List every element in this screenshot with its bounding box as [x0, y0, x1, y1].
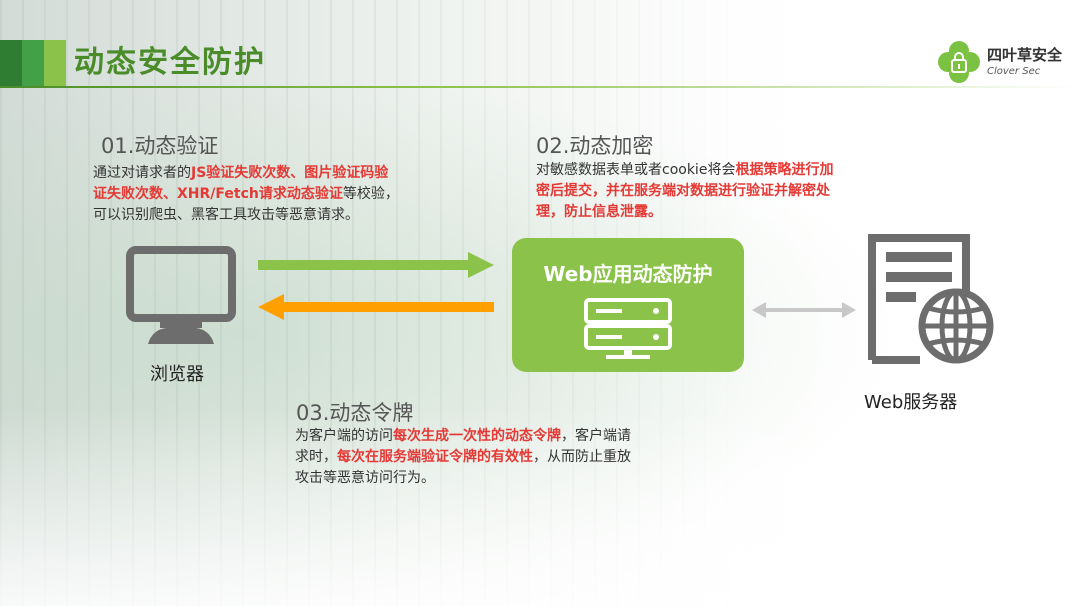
text-line: 证失败次数、XHR/Fetch请求动态验证等校验， [93, 184, 453, 205]
text-line: 密后提交，并在服务端对数据进行验证并解密处 [536, 181, 896, 202]
section-title-dynamic-encryption: 02.动态加密 [536, 134, 654, 158]
highlighted-text: 根据策略进行加 [735, 162, 834, 178]
body-text: 通过对请求者的 [93, 165, 191, 181]
title-accent-bars [0, 40, 66, 86]
web-server-label: Web服务器 [864, 392, 958, 413]
logo-name-en: Clover Sec [986, 65, 1041, 77]
response-arrow-left [258, 294, 494, 320]
body-text: 可以识别爬虫、黑客工具攻击等恶意请求。 [93, 207, 359, 223]
body-text: ，客户端请 [561, 428, 631, 444]
body-text: ，从而防止重放 [533, 449, 631, 465]
browser-label: 浏览器 [150, 364, 204, 385]
request-arrow-right [258, 252, 494, 278]
highlighted-text: 每次在服务端验证令牌的有效性 [337, 449, 533, 465]
center-box-label: Web应用动态防护 [543, 262, 713, 286]
highlighted-text: JS验证失败次数、图片验证码验 [191, 165, 389, 181]
web-server-globe-icon [868, 234, 994, 364]
highlighted-text: 密后提交，并在服务端对数据进行验证并解密处 [536, 183, 830, 199]
text-line: 通过对请求者的JS验证失败次数、图片验证码验 [93, 163, 453, 184]
text-line: 攻击等恶意访问行为。 [295, 468, 695, 489]
section-body-dynamic-token: 为客户端的访问每次生成一次性的动态令牌，客户端请求时，每次在服务端验证令牌的有效… [295, 426, 695, 489]
bidirectional-arrow [752, 302, 856, 318]
company-logo: 四叶草安全 Clover Sec [937, 40, 1062, 84]
body-text: 等校验， [342, 186, 399, 202]
text-line: 求时，每次在服务端验证令牌的有效性，从而防止重放 [295, 447, 695, 468]
section-title-dynamic-token: 03.动态令牌 [296, 401, 414, 425]
body-text: 求时， [295, 449, 337, 465]
accent-bar-light [44, 40, 66, 86]
page-title: 动态安全防护 [74, 45, 266, 80]
logo-text: 四叶草安全 Clover Sec [986, 45, 1062, 77]
accent-bar-dark [0, 40, 22, 86]
title-underline [0, 86, 1080, 88]
web-app-dynamic-protection-box: Web应用动态防护 [512, 238, 744, 372]
text-line: 可以识别爬虫、黑客工具攻击等恶意请求。 [93, 205, 453, 226]
logo-name-cn: 四叶草安全 [986, 45, 1062, 64]
highlighted-text: 理，防止信息泄露。 [536, 204, 662, 220]
section-body-dynamic-verification: 通过对请求者的JS验证失败次数、图片验证码验证失败次数、XHR/Fetch请求动… [93, 163, 453, 226]
background-fade [0, 406, 1080, 606]
section-title-dynamic-verification: 01.动态验证 [101, 134, 219, 158]
text-line: 对敏感数据表单或者cookie将会根据策略进行加 [536, 160, 896, 181]
accent-bar-mid [22, 40, 44, 86]
server-rack-icon [584, 298, 672, 359]
body-text: 攻击等恶意访问行为。 [295, 470, 435, 486]
clover-lock-icon [937, 41, 980, 83]
highlighted-text: 每次生成一次性的动态令牌 [393, 428, 561, 444]
section-body-dynamic-encryption: 对敏感数据表单或者cookie将会根据策略进行加密后提交，并在服务端对数据进行验… [536, 160, 896, 223]
text-line: 理，防止信息泄露。 [536, 202, 896, 223]
text-line: 为客户端的访问每次生成一次性的动态令牌，客户端请 [295, 426, 695, 447]
body-text: 为客户端的访问 [295, 428, 393, 444]
highlighted-text: 证失败次数、XHR/Fetch请求动态验证 [93, 186, 343, 202]
monitor-icon [126, 246, 236, 344]
body-text: 对敏感数据表单或者cookie将会 [536, 162, 736, 178]
